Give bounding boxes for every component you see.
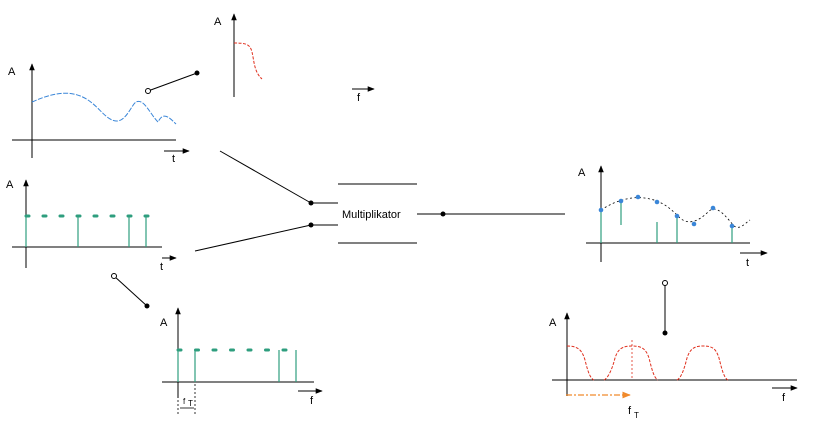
amplitude-label: A: [214, 16, 222, 28]
svg-text:f: f: [357, 92, 361, 104]
connector-2: [111, 273, 150, 309]
spacing-subscript: T: [188, 399, 193, 408]
connector-1: [145, 70, 200, 94]
spacing-label: f: [183, 397, 186, 406]
envelope-curve: [600, 197, 751, 228]
signal-spectrum-plot: A: [214, 13, 263, 97]
sample-point: [598, 207, 604, 213]
amplitude-label: A: [549, 317, 557, 329]
sample-point: [691, 221, 697, 227]
sample-point: [729, 223, 735, 229]
carrier-subscript: T: [634, 411, 639, 420]
amplitude-label: A: [160, 317, 168, 329]
spectrum-lobe: [603, 345, 659, 381]
time-label: t: [172, 153, 175, 165]
modulated-spectrum-plot: A f f T: [549, 312, 798, 420]
pulse-spectrum-plot: A f f T: [160, 307, 323, 416]
amplitude-label: A: [8, 66, 16, 78]
carrier-label: f: [628, 405, 632, 417]
spacing-marker: f T: [177, 384, 196, 416]
spectrum-lobe: [566, 345, 595, 381]
frequency-axis-label: f: [352, 86, 375, 104]
spectrum-lobe: [676, 345, 729, 381]
spectrum-curve: [233, 42, 263, 80]
time-label: t: [160, 261, 163, 273]
sample-point: [674, 213, 680, 219]
multiplier-block: Multiplikator: [194, 150, 565, 252]
frequency-label: f: [310, 395, 314, 407]
multiplier-label: Multiplikator: [342, 209, 401, 221]
amplitude-label: A: [6, 179, 14, 191]
sample-point: [654, 199, 660, 205]
sampled-signal-plot: A t: [578, 165, 768, 269]
sample-point: [618, 198, 624, 204]
signal-curve: [31, 92, 177, 125]
frequency-label: f: [782, 392, 786, 404]
sample-point: [635, 194, 641, 200]
amplitude-label: A: [578, 167, 586, 179]
analog-signal-plot: A t: [8, 63, 190, 165]
connector-3: [662, 280, 668, 336]
sample-point: [710, 205, 716, 211]
pulse-train-plot: A t: [6, 179, 177, 273]
time-label: t: [746, 257, 749, 269]
